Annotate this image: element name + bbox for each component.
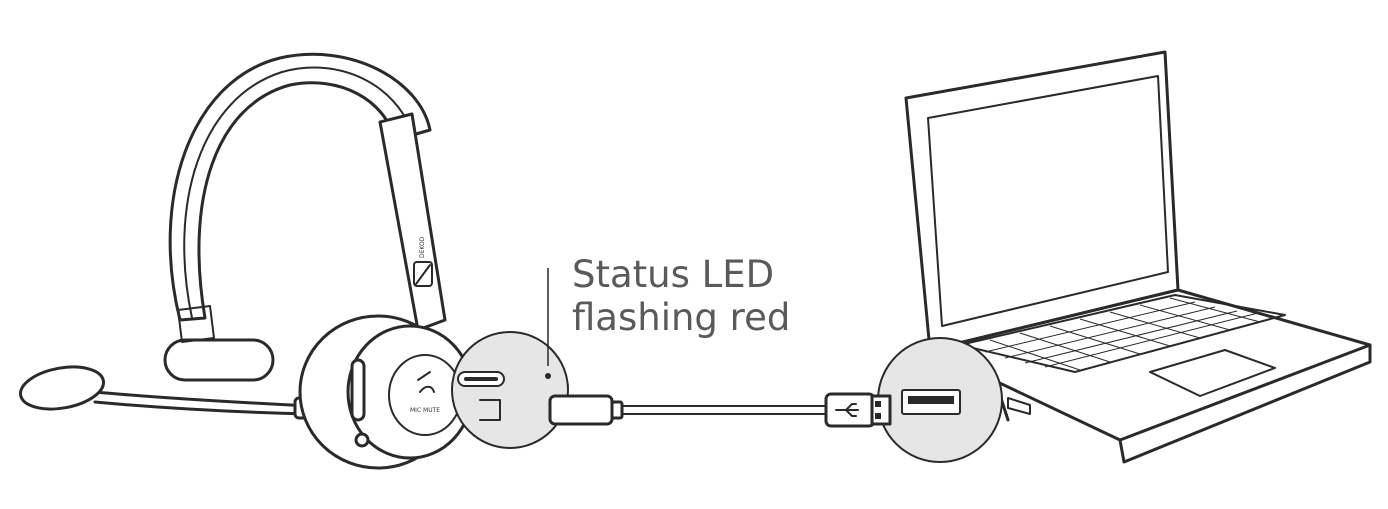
annotation-line-2: flashing red: [572, 296, 790, 339]
laptop-port-zoom-callout: [870, 337, 1003, 463]
usb-cable: [548, 392, 892, 428]
brand-logo: DEKOD: [413, 236, 433, 287]
headband-slider: [378, 112, 447, 332]
volume-button: [350, 358, 366, 422]
headband-pad: [163, 338, 275, 382]
laptop-keyboard: [959, 294, 1286, 373]
usb-symbol-icon: [835, 403, 859, 417]
laptop-screen: [927, 75, 1169, 327]
headband: [168, 52, 432, 322]
mic-capsule: [18, 365, 106, 411]
svg-text:MIC MUTE: MIC MUTE: [410, 407, 440, 414]
headset-illustration: DEKOD MIC MUTE: [18, 52, 474, 470]
port-zoom-callout: [451, 331, 569, 449]
mic-boom: [93, 390, 312, 408]
port-zoom-circle: [451, 331, 569, 449]
laptop-usb-port: [1007, 397, 1031, 415]
annotation-line-1: Status LED: [572, 253, 774, 296]
usb-c-plug: [548, 394, 614, 426]
keyboard-keys: [984, 297, 1261, 371]
laptop-trackpad: [1149, 349, 1276, 397]
power-button: [354, 432, 370, 448]
svg-text:DEKOD: DEKOD: [419, 236, 426, 258]
status-led: [545, 373, 551, 379]
